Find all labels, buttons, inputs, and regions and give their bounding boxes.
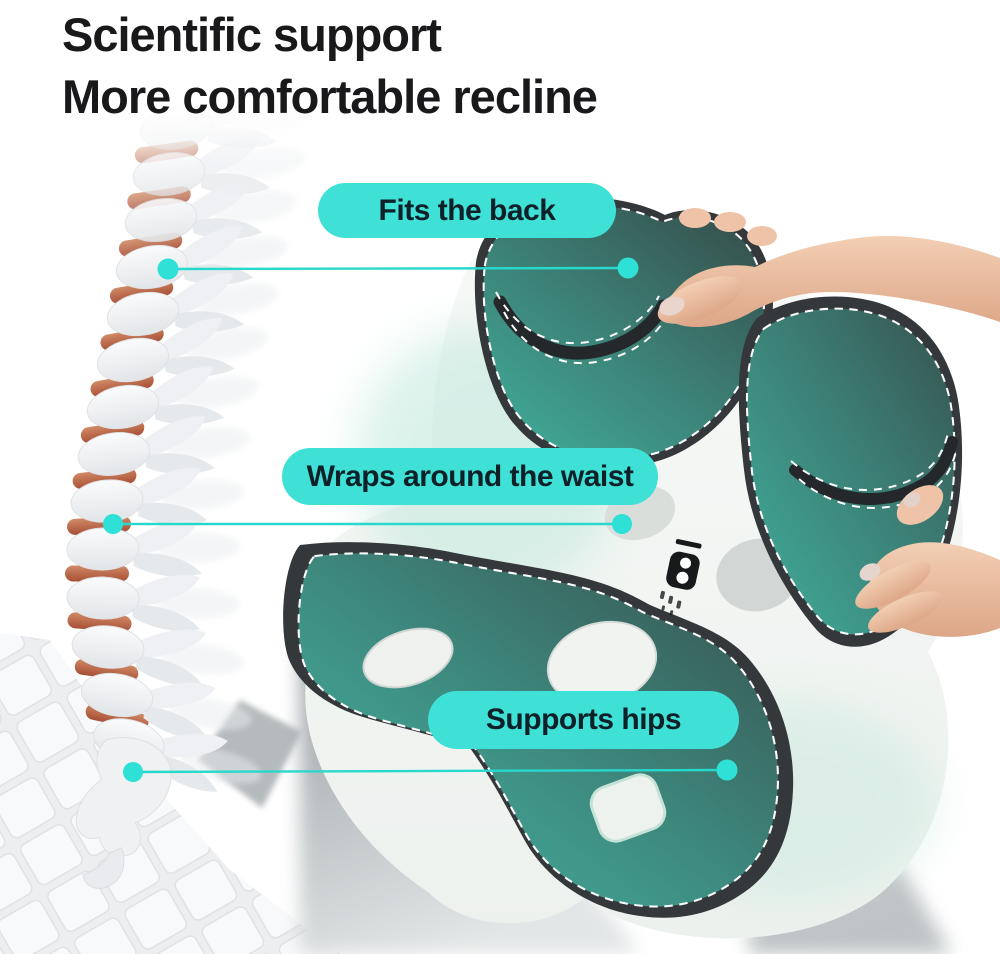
leader-line-back (167, 266, 629, 271)
callout-dot (103, 514, 123, 534)
finger-nail (903, 492, 921, 508)
page-title: Scientific support More comfortable recl… (62, 4, 598, 128)
callout-pill-fits-the-back: Fits the back (318, 183, 616, 238)
spine-vertebrae (66, 83, 316, 803)
brand-logo-icon (659, 539, 702, 616)
panel-holes (362, 620, 667, 843)
callout-pill-supports-hips: Supports hips (428, 691, 739, 749)
callout-label: Fits the back (378, 193, 556, 227)
spine-fade (55, 96, 305, 166)
callout-dot (716, 759, 738, 781)
callout-dot (612, 514, 632, 534)
callout-dots (103, 257, 738, 782)
callout-pill-wraps-around-waist: Wraps around the waist (282, 448, 658, 505)
title-line-2: More comfortable recline (62, 70, 598, 123)
callout-dot (157, 258, 179, 280)
leader-line-hips (132, 768, 728, 774)
back-support-flap (474, 196, 774, 465)
finger-nail (859, 563, 881, 581)
spine-illustration (55, 83, 316, 889)
callout-dot (123, 762, 143, 782)
callout-leaders (113, 266, 728, 774)
right-hand (855, 485, 1000, 637)
thumb-nail (659, 296, 685, 316)
seat-cushion (283, 196, 963, 939)
title-line-1: Scientific support (62, 8, 442, 61)
top-hand (657, 208, 1000, 328)
callout-label: Wraps around the waist (306, 459, 634, 493)
spine-sacrum (75, 737, 172, 889)
callout-label: Supports hips (485, 703, 682, 736)
callout-dot (617, 257, 639, 279)
flap-slit (493, 291, 670, 365)
